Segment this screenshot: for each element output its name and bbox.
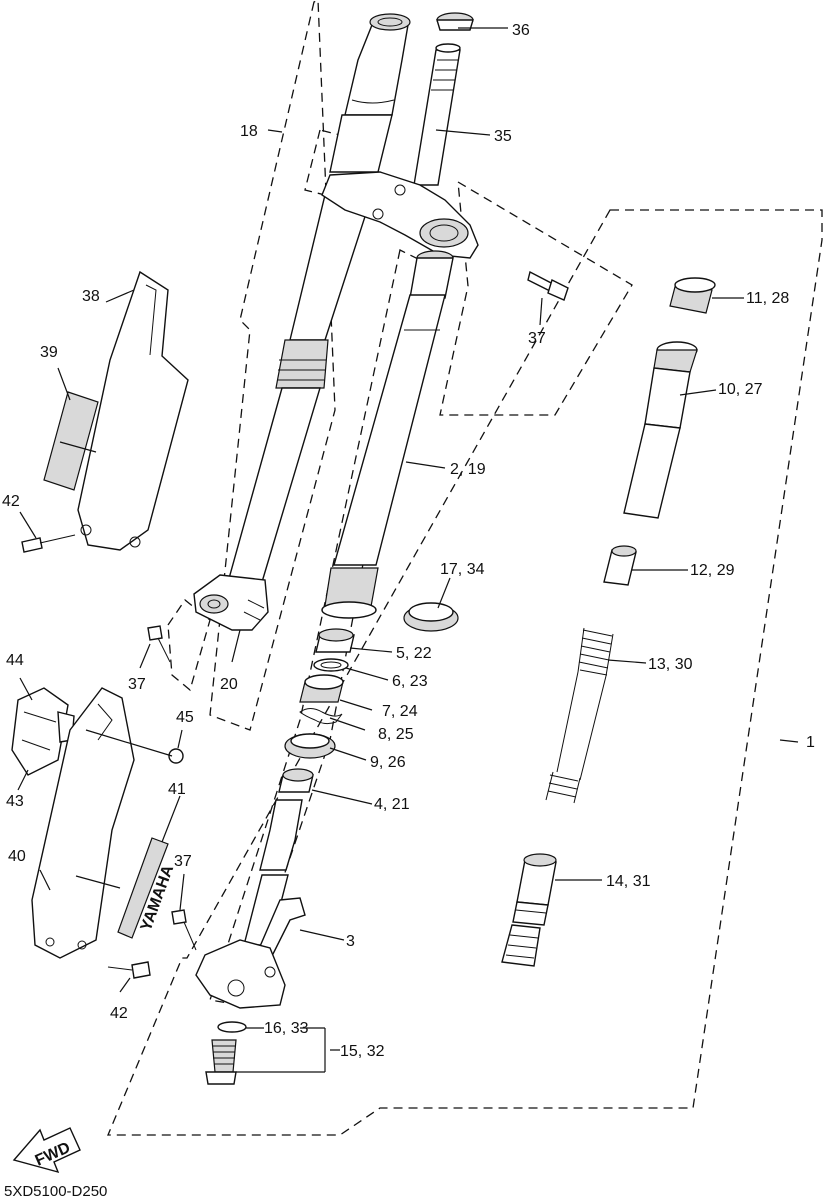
label-18: 18	[240, 123, 258, 140]
copper-washer-16	[217, 1021, 247, 1033]
leader-lines	[17, 27, 799, 1073]
fork-guard-38	[77, 270, 189, 551]
dust-seal-9	[284, 733, 336, 759]
damper-rod-10	[623, 341, 698, 519]
fork-guard-40	[31, 687, 135, 959]
oil-seal-7	[299, 674, 344, 703]
spacer-12	[603, 545, 637, 586]
label-42-top: 42	[2, 493, 20, 510]
label-11-28: 11, 28	[746, 290, 789, 307]
bolt-42-bottom	[107, 961, 151, 979]
label-43: 43	[6, 793, 24, 810]
nut-45	[168, 748, 184, 764]
label-37-middle: 37	[128, 676, 146, 693]
oil-seal-17	[403, 602, 459, 632]
label-12-29: 12, 29	[690, 562, 735, 579]
label-16-33: 16, 33	[264, 1020, 309, 1037]
cap-bolt-11	[669, 277, 716, 314]
clip-8	[299, 708, 343, 725]
label-1: 1	[806, 734, 815, 751]
steering-stem-35	[321, 12, 479, 259]
sticker-39	[43, 391, 99, 491]
bolt-37-bottom	[171, 909, 197, 951]
label-39: 39	[40, 344, 58, 361]
label-13-30: 13, 30	[648, 656, 693, 673]
label-42-bottom: 42	[110, 1005, 128, 1022]
bolt-42-top	[21, 534, 76, 553]
label-4-21: 4, 21	[374, 796, 410, 813]
label-36: 36	[512, 22, 530, 39]
label-3: 3	[346, 933, 355, 950]
label-6-23: 6, 23	[392, 673, 428, 690]
outer-tube-dashed-path	[209, 249, 421, 1006]
slide-bushing-5	[315, 628, 355, 653]
top-clamp-boundary	[439, 180, 633, 416]
outer-tube-3	[195, 799, 306, 1009]
label-45: 45	[176, 709, 194, 726]
bolt-37-middle	[147, 625, 171, 663]
label-10-27: 10, 27	[718, 381, 763, 398]
label-37-top: 37	[528, 330, 546, 347]
spring-13	[545, 627, 614, 804]
slide-bushing-4	[278, 768, 314, 793]
label-44: 44	[6, 652, 24, 669]
inner-tube-2	[321, 250, 454, 619]
label-17-34: 17, 34	[440, 561, 485, 578]
label-38: 38	[82, 288, 100, 305]
label-7-24: 7, 24	[382, 703, 418, 720]
label-8-25: 8, 25	[378, 726, 414, 743]
fwd-arrow-icon: FWD	[12, 1127, 81, 1174]
label-41: 41	[168, 781, 186, 798]
label-40: 40	[8, 848, 26, 865]
bolt-37-top	[527, 270, 569, 301]
assembly-boundary-18	[209, 0, 336, 731]
label-2-19: 2, 19	[450, 461, 486, 478]
bolt-20-box	[167, 599, 211, 692]
label-15-32: 15, 32	[340, 1043, 385, 1060]
yamaha-emblem-41: YAMAHA	[117, 837, 177, 939]
label-5-22: 5, 22	[396, 645, 432, 662]
fork-outer-tube-18	[193, 13, 411, 631]
cylinder-comp-14	[501, 853, 557, 967]
label-14-31: 14, 31	[606, 873, 651, 890]
washer-6	[313, 658, 349, 672]
label-37-bottom: 37	[174, 853, 192, 870]
label-20: 20	[220, 676, 238, 693]
base-valve-bolt-15	[205, 1039, 237, 1085]
drawing-code: 5XD5100-D250	[4, 1183, 107, 1199]
label-9-26: 9, 26	[370, 754, 406, 771]
label-35: 35	[494, 128, 512, 145]
assembly-boundary-1	[107, 209, 823, 1136]
